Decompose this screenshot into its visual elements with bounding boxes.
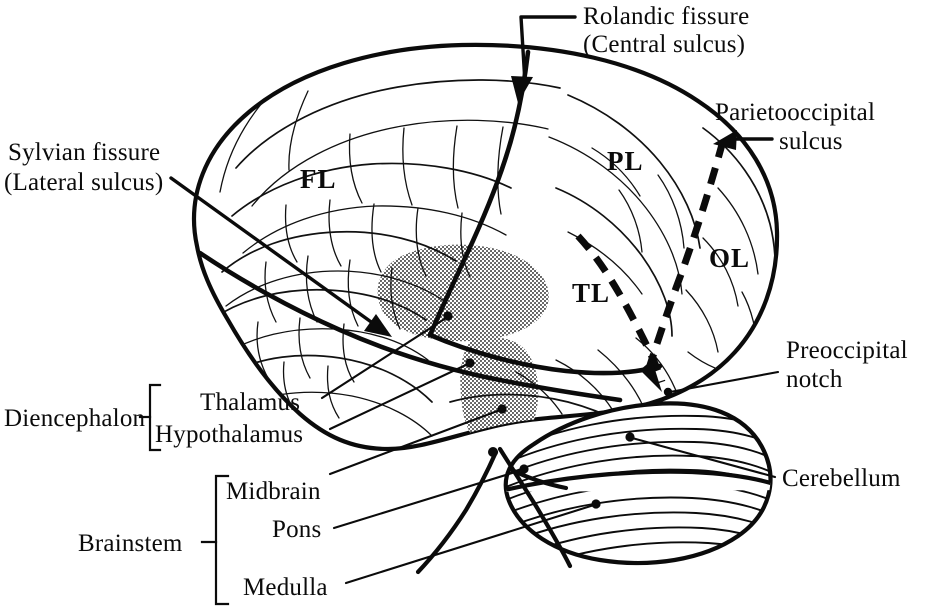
label-sylvian-fissure-line2: (Lateral sulcus) [4, 169, 163, 196]
lobe-label-FL: FL [300, 164, 337, 194]
label-pons: Pons [272, 516, 321, 543]
label-diencephalon-group: Diencephalon [4, 405, 146, 432]
label-preoccipital-notch-line1: Preoccipital [786, 337, 908, 364]
leader-parietooccipital-sulcus [713, 130, 774, 150]
label-pons-text: Pons [272, 516, 321, 543]
label-medulla-text: Medulla [243, 574, 328, 601]
cerebellum-shape [503, 401, 773, 566]
label-medulla: Medulla [243, 574, 328, 601]
lobe-label-FL-text: FL [300, 164, 337, 194]
label-diencephalon-text: Diencephalon [4, 405, 146, 432]
brainstem-shape [415, 446, 573, 575]
label-midbrain: Midbrain [226, 478, 321, 505]
label-rolandic-fissure: Rolandic fissure (Central sulcus) [583, 3, 749, 58]
lobe-label-PL-text: PL [607, 146, 644, 176]
label-parietooccipital-sulcus-line1: Parietooccipital [715, 99, 875, 126]
leader-medulla [344, 499, 601, 585]
leader-rolandic-fissure [511, 15, 577, 103]
dashed-border-terminal-arrow [640, 360, 662, 392]
leader-hypothalamus [328, 358, 475, 431]
leader-cerebellum [625, 432, 777, 479]
label-thalamus: Thalamus [200, 389, 300, 416]
label-hypothalamus-text: Hypothalamus [155, 421, 303, 448]
label-rolandic-fissure-line1: Rolandic fissure [583, 3, 749, 30]
lobe-label-PL: PL [607, 146, 644, 176]
leader-pons [332, 464, 529, 530]
label-brainstem-group: Brainstem [78, 530, 183, 557]
temporal-parietal-dashed-border [575, 233, 666, 384]
label-cerebellum: Cerebellum [782, 465, 901, 492]
leader-preoccipital-notch [663, 370, 780, 397]
bracket-brainstem [200, 474, 230, 606]
label-preoccipital-notch: Preoccipital notch [786, 337, 908, 393]
sylvian-fissure [197, 250, 623, 403]
label-cerebellum-text: Cerebellum [782, 465, 901, 492]
label-hypothalamus: Hypothalamus [155, 421, 303, 448]
label-rolandic-fissure-line2: (Central sulcus) [583, 31, 745, 58]
leader-sylvian-fissure [169, 176, 392, 337]
label-preoccipital-notch-line2: notch [786, 366, 843, 393]
lobe-label-TL: TL [572, 278, 610, 308]
label-thalamus-text: Thalamus [200, 389, 300, 416]
label-brainstem-text: Brainstem [78, 530, 183, 557]
lobe-label-TL-text: TL [572, 278, 610, 308]
leader-thalamus [320, 311, 453, 400]
leader-midbrain [328, 404, 507, 476]
label-sylvian-fissure: Sylvian fissure (Lateral sulcus) [4, 139, 163, 196]
label-midbrain-text: Midbrain [226, 478, 321, 505]
label-sylvian-fissure-line1: Sylvian fissure [8, 139, 160, 166]
label-parietooccipital-sulcus: Parietooccipital sulcus [715, 99, 875, 155]
parietooccipital-dashed-border [642, 140, 727, 380]
label-parietooccipital-sulcus-line2: sulcus [779, 128, 843, 155]
central-sulcus [427, 49, 531, 338]
bracket-diencephalon [138, 383, 162, 452]
lobe-label-OL: OL [709, 243, 750, 273]
lobe-label-OL-text: OL [709, 243, 750, 273]
superior-temporal-sulcus [427, 332, 663, 376]
